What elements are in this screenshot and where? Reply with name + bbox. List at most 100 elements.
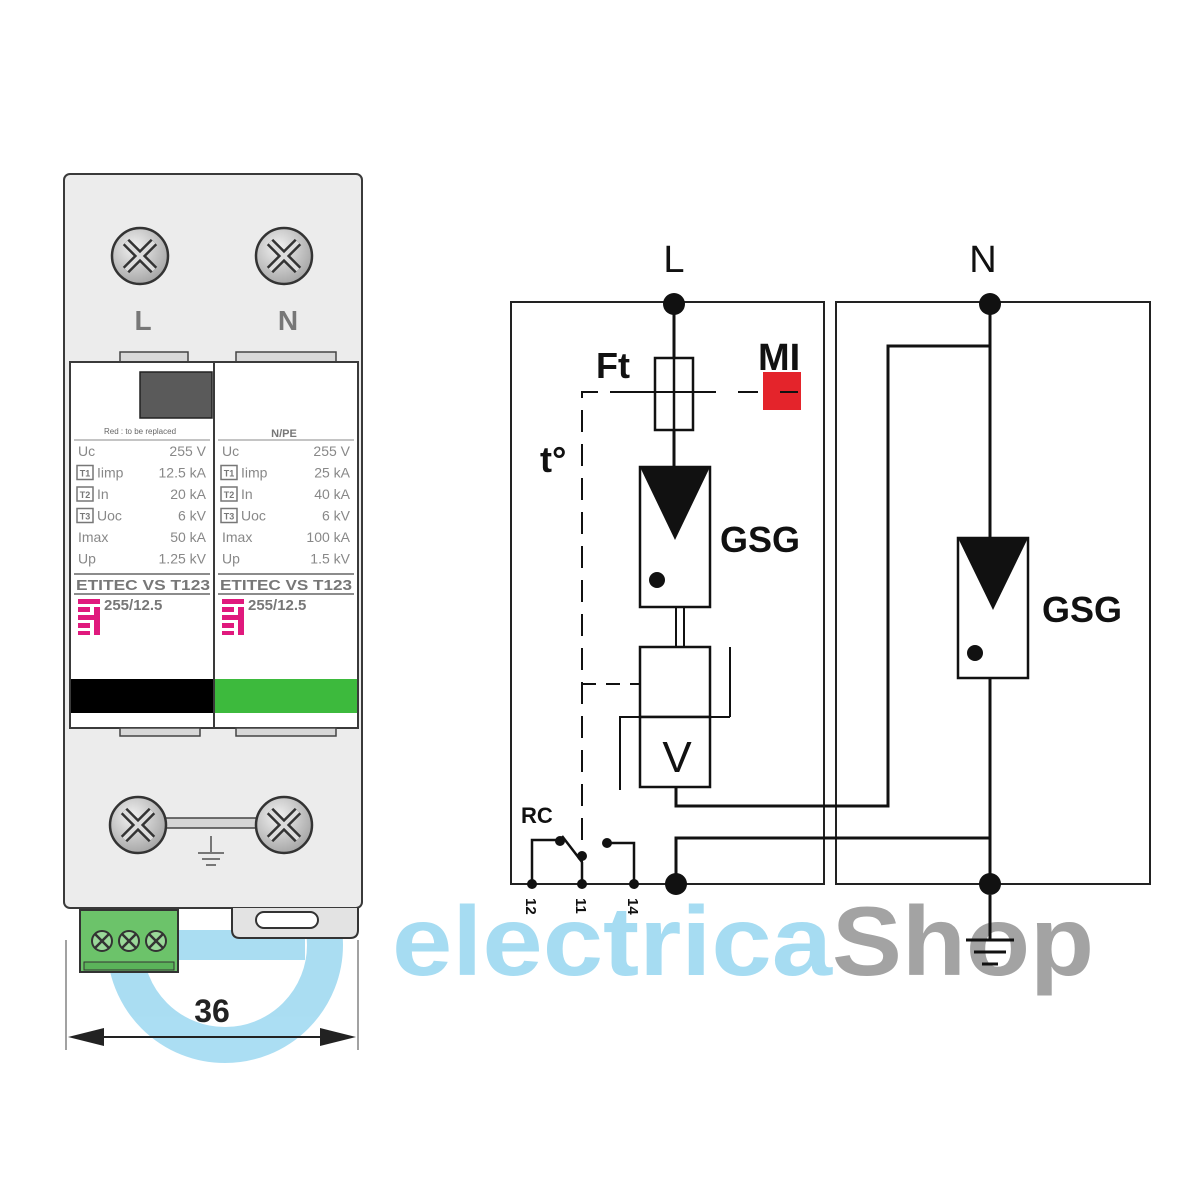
class-t1-icon: T1 xyxy=(76,464,94,481)
spec-name: Uoc xyxy=(241,508,266,524)
schematic-label-n: N xyxy=(969,239,996,281)
gsg-right-icon xyxy=(956,536,1030,680)
device-front-view: L N Red : to be replaced Uc 255 V T1 Iimp 12… xyxy=(63,173,363,1050)
gsg-left-icon xyxy=(638,465,712,609)
screw-icon xyxy=(254,795,314,855)
spec-value: 50 kA xyxy=(170,529,206,545)
schematic: L N Ft MI GSG V xyxy=(510,239,1151,966)
spec-row: T2 In 40 kA xyxy=(220,486,351,502)
status-bar-right xyxy=(215,679,357,713)
remote-contact-icon xyxy=(527,835,639,889)
connector-screw-icon xyxy=(145,930,167,952)
spec-value: 255 V xyxy=(313,443,350,459)
class-t2-icon: T2 xyxy=(76,486,94,502)
spec-name: Uc xyxy=(78,443,95,459)
class-icon-label: T1 xyxy=(80,469,91,479)
spec-table-left: Uc 255 V T1 Iimp 12.5 kA T2 In 20 kA T3 Uoc 6 kV Im… xyxy=(76,443,207,567)
watermark-text-1: electrica xyxy=(392,886,834,996)
thermal-label: t° xyxy=(540,439,566,480)
class-t2-icon: T2 xyxy=(220,486,238,502)
spec-value: 1.25 kV xyxy=(159,551,207,567)
arrow-left-icon xyxy=(68,1028,104,1046)
rc-terminal-label: 11 xyxy=(572,898,589,914)
class-t3-icon: T3 xyxy=(76,507,94,524)
class-icon-label: T2 xyxy=(224,490,235,500)
spec-name: Up xyxy=(78,551,96,567)
connector-screw-icon xyxy=(91,930,113,952)
spec-name: Uoc xyxy=(97,508,122,524)
fuse-icon xyxy=(632,356,716,432)
class-icon-label: T2 xyxy=(80,490,91,500)
spec-value: 6 kV xyxy=(322,508,351,524)
arrow-right-icon xyxy=(320,1028,356,1046)
spec-value: 12.5 kA xyxy=(159,465,207,481)
spec-name: Imax xyxy=(222,529,252,545)
screw-icon xyxy=(254,226,314,286)
spec-name: Up xyxy=(222,551,240,567)
model-left: 255/12.5 xyxy=(104,597,162,614)
gsg-right-label: GSG xyxy=(1042,589,1122,630)
schematic-label-l: L xyxy=(663,239,684,281)
status-window xyxy=(139,371,213,419)
fuse-label: Ft xyxy=(596,345,630,386)
class-icon-label: T3 xyxy=(80,512,91,522)
product-name-right: ETITEC VS T123 xyxy=(220,578,352,594)
spec-row: T1 Iimp 12.5 kA xyxy=(76,464,207,481)
eti-logo-icon xyxy=(78,599,100,635)
status-bar-left xyxy=(71,679,213,713)
din-clip xyxy=(231,908,359,939)
spec-row: Up 1.25 kV xyxy=(78,551,207,567)
rc-terminal-label: 12 xyxy=(522,898,539,915)
model-right: 255/12.5 xyxy=(248,597,306,614)
spec-row: T3 Uoc 6 kV xyxy=(220,507,351,524)
class-icon-label: T3 xyxy=(224,512,235,522)
watermark-text-2: Shop xyxy=(832,886,1094,996)
spec-name: In xyxy=(241,486,253,502)
spec-row: T1 Iimp 25 kA xyxy=(220,464,351,481)
rc-terminal-label: 14 xyxy=(624,898,641,915)
terminal-dot xyxy=(979,293,1001,315)
spec-row: Uc 255 V xyxy=(222,443,351,459)
ground-icon xyxy=(966,895,1014,966)
product-name-left: ETITEC VS T123 xyxy=(76,578,210,594)
width-dimension: 36 xyxy=(65,940,359,1050)
spec-name: In xyxy=(97,486,109,502)
screw-icon xyxy=(108,795,168,855)
spec-value: 25 kA xyxy=(314,465,350,481)
class-t3-icon: T3 xyxy=(220,507,238,524)
spec-row: Imax 50 kA xyxy=(78,529,207,545)
rc-connector xyxy=(79,909,179,973)
spec-value: 20 kA xyxy=(170,486,206,502)
terminal-dot xyxy=(663,293,685,315)
terminal-label-n: N xyxy=(278,305,298,336)
class-icon-label: T1 xyxy=(224,469,235,479)
replace-note: Red : to be replaced xyxy=(104,427,176,436)
terminal-dot xyxy=(979,873,1001,895)
gsg-left-label: GSG xyxy=(720,519,800,560)
left-module: Red : to be replaced Uc 255 V T1 Iimp 12.5 k… xyxy=(69,361,215,729)
spec-row: T3 Uoc 6 kV xyxy=(76,507,207,524)
watermark: electrica Shop xyxy=(107,827,1094,1063)
spec-name: Imax xyxy=(78,529,108,545)
class-t1-icon: T1 xyxy=(220,464,238,481)
connector-screw-icon xyxy=(118,930,140,952)
screw-icon xyxy=(110,226,170,286)
spec-value: 6 kV xyxy=(178,508,207,524)
terminal-dot xyxy=(665,873,687,895)
spec-name: Iimp xyxy=(97,465,124,481)
varistor-label: V xyxy=(662,733,692,782)
ground-icon xyxy=(198,836,224,866)
spec-value: 255 V xyxy=(169,443,206,459)
thermal-link xyxy=(581,391,640,870)
spec-name: Uc xyxy=(222,443,239,459)
rc-terminal-labels: 12 11 14 xyxy=(522,898,641,915)
spec-value: 40 kA xyxy=(314,486,350,502)
spec-name: Iimp xyxy=(241,465,268,481)
spec-table-right: Uc 255 V T1 Iimp 25 kA T2 In 40 kA T3 Uoc 6 kV Imax… xyxy=(220,443,351,567)
terminal-label-l: L xyxy=(134,305,151,336)
spec-row: Uc 255 V xyxy=(78,443,207,459)
